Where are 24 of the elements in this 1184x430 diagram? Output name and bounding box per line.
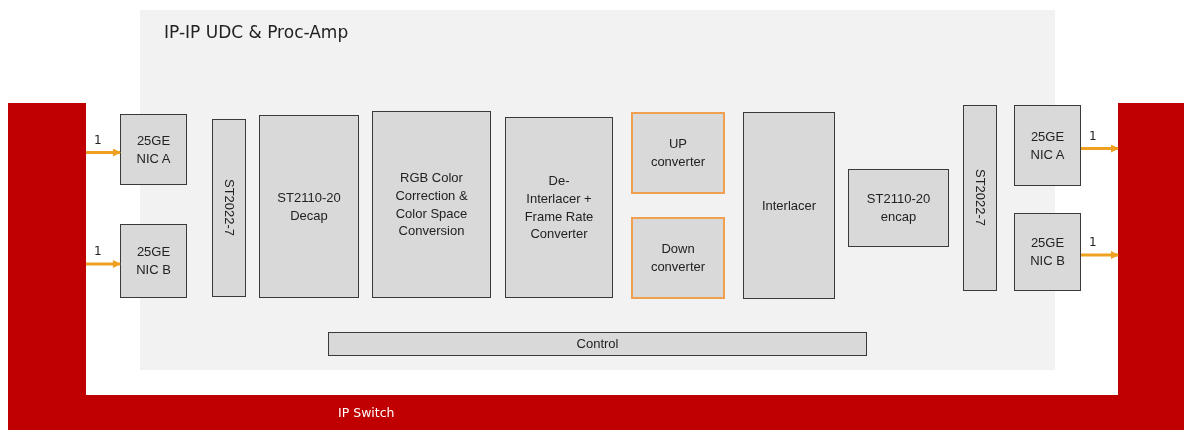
edge-label: 1 (94, 133, 102, 146)
edge-label: 1 (1089, 129, 1097, 142)
process-box: Down converter (631, 217, 725, 299)
process-box: RGB Color Correction & Color Space Conversion (372, 111, 491, 298)
process-box: ST2022-7 (212, 119, 246, 297)
switch-label: IP Switch (338, 405, 395, 420)
process-box: De- Interlacer + Frame Rate Converter (505, 117, 613, 298)
process-box: 25GE NIC B (1014, 213, 1081, 291)
arrow (86, 260, 121, 268)
process-box: 25GE NIC A (120, 114, 187, 185)
process-box: ST2110-20 encap (848, 169, 949, 247)
process-box: 25GE NIC B (120, 224, 187, 298)
arrow (86, 148, 121, 157)
edge-label: 1 (1089, 236, 1097, 248)
panel-title: IP-IP UDC & Proc-Amp (164, 22, 349, 42)
process-box: Interlacer (743, 112, 835, 299)
process-box: Control (328, 332, 867, 356)
process-box: ST2110-20 Decap (259, 115, 359, 298)
arrow (1081, 144, 1119, 153)
edge-label: 1 (94, 245, 102, 257)
process-box: 25GE NIC A (1014, 105, 1081, 186)
arrow (1081, 251, 1119, 259)
process-box: UP converter (631, 112, 725, 194)
process-box: ST2022-7 (963, 105, 997, 291)
